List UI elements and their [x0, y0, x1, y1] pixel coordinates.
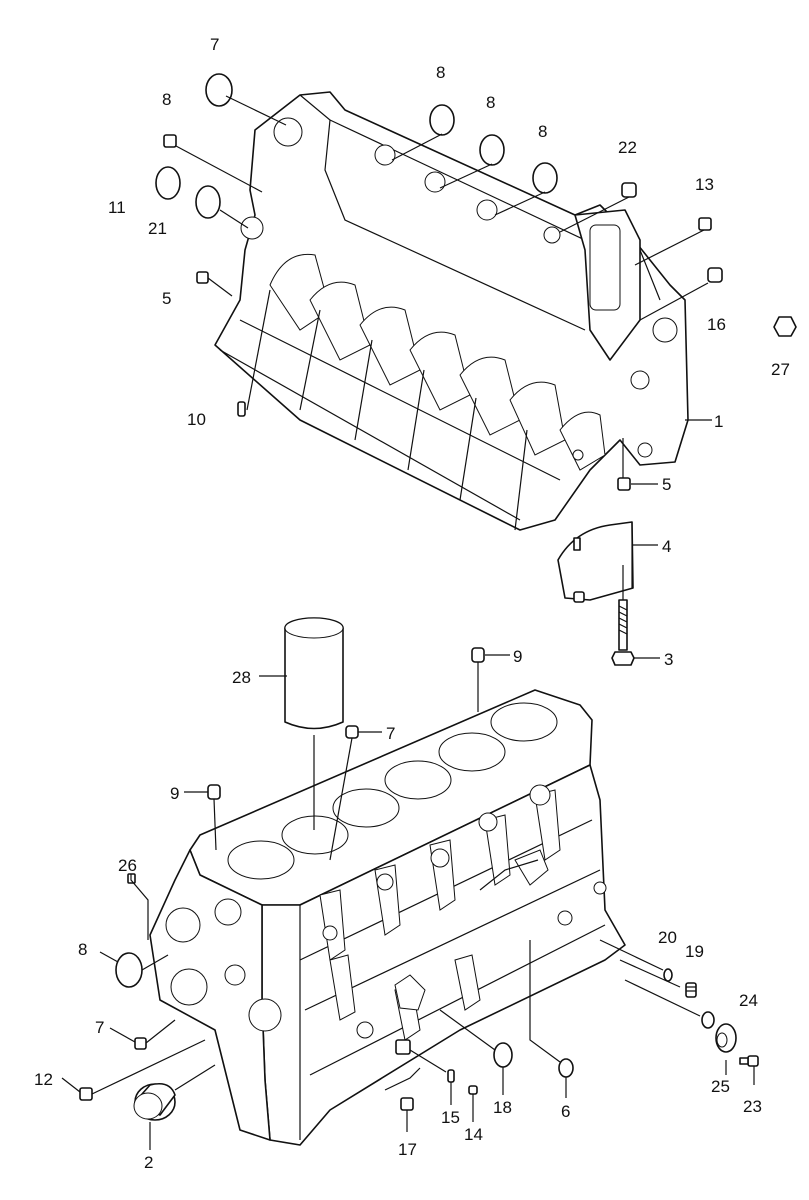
bolt-3	[611, 599, 635, 666]
callout-5: 5	[662, 475, 671, 494]
callout-12: 12	[34, 1070, 53, 1089]
callout-16: 16	[707, 315, 726, 334]
upper-loose-parts	[155, 73, 797, 666]
plug-12	[79, 1087, 93, 1101]
pin-15	[447, 1069, 455, 1083]
plug-7-top	[345, 725, 359, 739]
callout-8: 8	[162, 90, 171, 109]
callout-21: 21	[148, 219, 167, 238]
plug-8-upper	[163, 134, 177, 148]
plug-7-lower	[134, 1037, 147, 1050]
pin-10	[237, 401, 246, 417]
callout-10: 10	[187, 410, 206, 429]
callout-8: 8	[78, 940, 87, 959]
nut-27	[773, 316, 797, 337]
bolt-holes	[240, 117, 678, 461]
callout-5: 5	[162, 289, 171, 308]
callout-11: 11	[108, 198, 126, 217]
plug-17	[400, 1097, 414, 1111]
cylinder-block	[149, 617, 626, 1146]
bearing-saddles	[269, 253, 606, 471]
callout-20: 20	[658, 928, 677, 947]
upper-leaders	[175, 95, 712, 659]
o-ring-21	[195, 185, 221, 219]
upper-callouts: 7 8 8 8 8 22 13 11 21 5 16 27 10 1 5 4 3	[108, 35, 790, 669]
callout-8: 8	[538, 122, 547, 141]
cylinder-liner-28	[284, 617, 344, 730]
callout-22: 22	[618, 138, 637, 157]
o-ring-8c	[532, 162, 558, 194]
dowel-9-left	[207, 784, 221, 800]
callout-17: 17	[398, 1140, 417, 1159]
o-ring-20	[663, 968, 673, 982]
cover-25	[715, 1023, 737, 1053]
plug-16	[707, 267, 723, 283]
o-ring-6	[558, 1058, 574, 1078]
callout-18: 18	[493, 1098, 512, 1117]
callout-13: 13	[695, 175, 714, 194]
callout-26: 26	[118, 856, 137, 875]
callout-25: 25	[711, 1077, 730, 1096]
o-ring-11	[155, 166, 181, 200]
dowel-5-upper	[196, 271, 209, 284]
callout-27: 27	[771, 360, 790, 379]
callout-8: 8	[486, 93, 495, 112]
callout-7: 7	[386, 724, 395, 743]
bearing-cap-4	[557, 521, 634, 601]
o-ring-24	[701, 1011, 715, 1029]
plug-14	[468, 1085, 478, 1095]
plug-13	[698, 217, 712, 231]
callout-3: 3	[664, 650, 673, 669]
seal-2	[133, 1082, 176, 1121]
callout-14: 14	[464, 1125, 483, 1144]
lower-callouts: 9 28 7 9 26 8 7 12 2 20 19 24 25 23 6 18…	[34, 647, 762, 1172]
callout-2: 2	[144, 1153, 153, 1172]
callout-19: 19	[685, 942, 704, 961]
callout-4: 4	[662, 537, 671, 556]
o-ring-8-lower	[115, 952, 143, 988]
callout-15: 15	[441, 1108, 460, 1127]
plug-19	[685, 982, 697, 998]
callout-6: 6	[561, 1102, 570, 1121]
callout-7: 7	[95, 1018, 104, 1037]
o-ring-8a	[429, 104, 455, 136]
drain-fitting	[395, 1039, 411, 1055]
callout-9: 9	[513, 647, 522, 666]
callout-9: 9	[170, 784, 179, 803]
plug-22	[621, 182, 637, 198]
bedplate	[214, 91, 689, 531]
callout-1: 1	[714, 412, 723, 431]
dowel-9-top	[471, 647, 485, 663]
dowel-5-lower	[617, 477, 631, 491]
lower-leaders	[61, 654, 755, 1150]
o-ring-7-upper	[205, 73, 233, 107]
cylinder-bores	[227, 702, 558, 880]
screw-23	[739, 1055, 759, 1067]
callout-8: 8	[436, 63, 445, 82]
callout-23: 23	[743, 1097, 762, 1116]
callout-24: 24	[739, 991, 758, 1010]
callout-28: 28	[232, 668, 251, 687]
o-ring-8b	[479, 134, 505, 166]
callout-7: 7	[210, 35, 219, 54]
o-ring-18	[493, 1042, 513, 1068]
